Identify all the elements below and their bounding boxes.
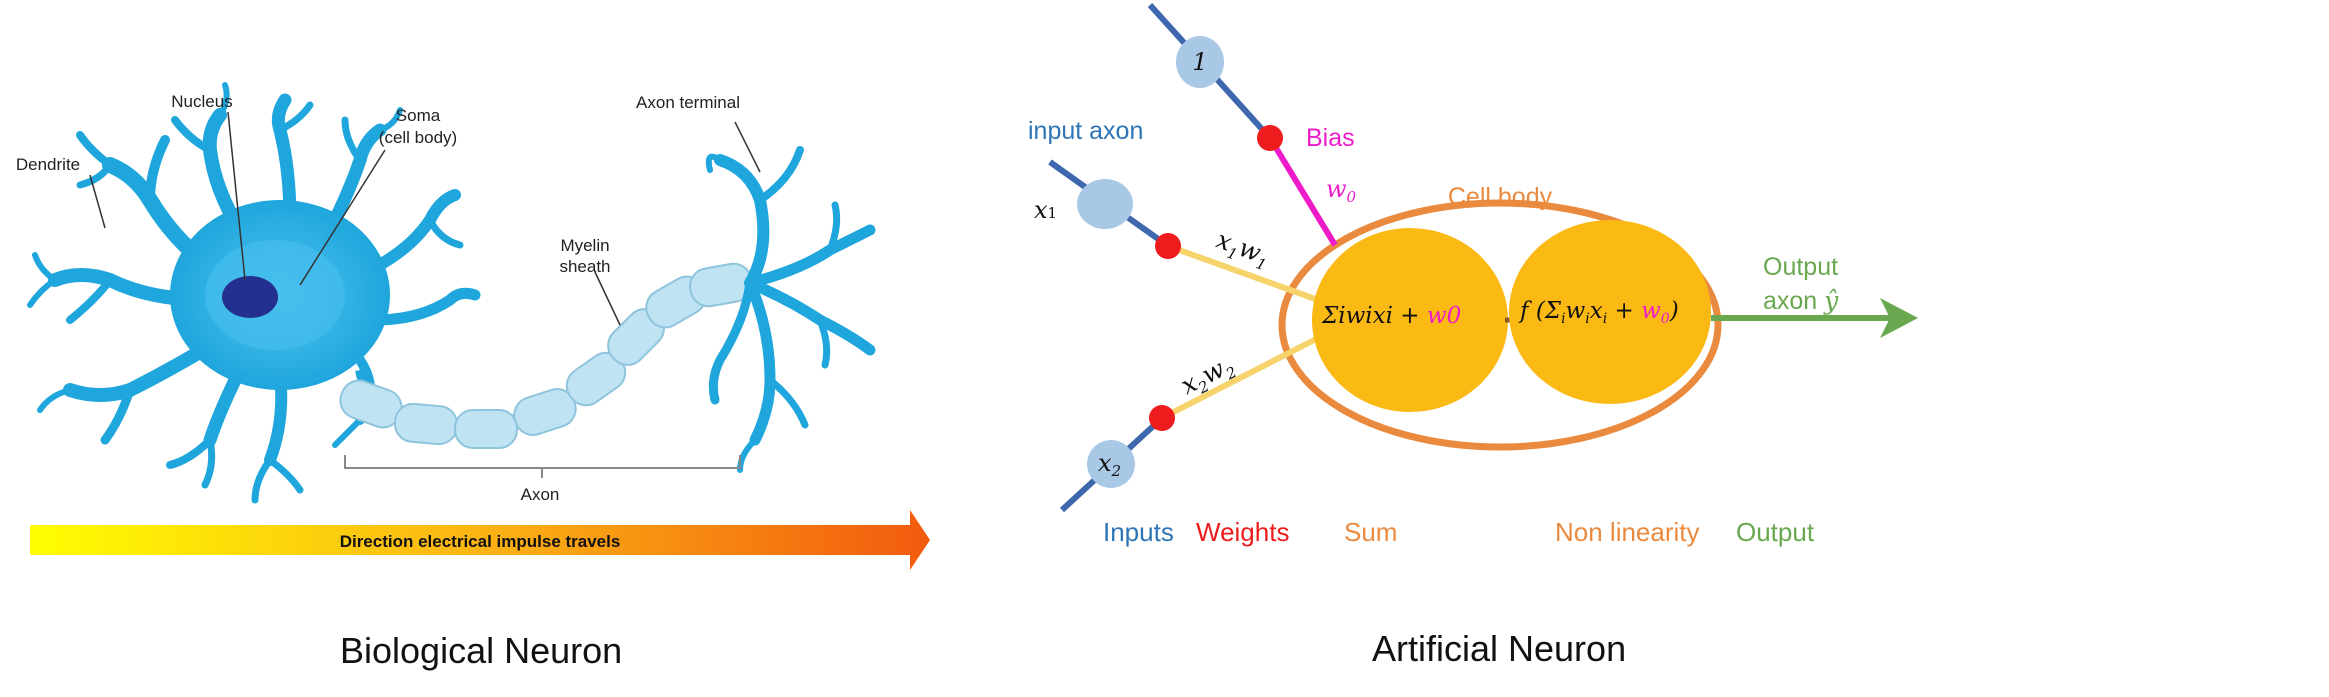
stage-sum: Sum [1344, 517, 1397, 547]
output-arrowhead [1880, 298, 1918, 338]
label-output: Output [1763, 253, 1838, 281]
x2-node-label: x2 [1098, 449, 1121, 480]
label-axon-terminal: Axon terminal [636, 93, 740, 112]
stage-weights: Weights [1196, 517, 1289, 547]
label-myelin: Myelin [560, 236, 609, 255]
cell-body-outline [1278, 199, 1722, 451]
caption-artificial-neuron: Artificial Neuron [1372, 628, 1627, 669]
label-x1: x1 [1034, 196, 1057, 224]
label-cell-body: Cell body [1448, 183, 1553, 211]
stage-inputs: Inputs [1103, 517, 1174, 547]
x2-node [1087, 440, 1135, 488]
axon-terminals [705, 146, 876, 473]
label-bias: Bias [1306, 124, 1355, 152]
label-soma: Soma [396, 106, 441, 125]
label-myelin-sheath: sheath [559, 257, 610, 276]
label-pointers [89, 111, 761, 326]
stage-output: Output [1736, 517, 1815, 547]
label-nucleus: Nucleus [171, 92, 232, 111]
bias-node-label: 1 [1192, 48, 1207, 76]
bias-node [1176, 36, 1224, 88]
nucleus [222, 276, 278, 318]
artificial-neuron: 1 x2 input axon Bias w0 x1 x1w1 x2w2 Cel… [1028, 2, 1918, 547]
x1-node [1077, 179, 1133, 229]
sum-formula: Σiwixi + w0 [1321, 303, 1461, 329]
x2-weight-dot [1149, 405, 1175, 431]
sum-circle [1312, 228, 1508, 412]
label-input-axon: input axon [1028, 117, 1143, 145]
x1-weighted-line [1166, 243, 1320, 303]
label-axon: Axon [521, 485, 560, 504]
bias-weight-dot [1257, 125, 1283, 151]
stage-non-linearity: Non linearity [1555, 517, 1700, 547]
myelin-sheaths [339, 262, 753, 449]
impulse-direction-arrow [30, 510, 930, 570]
label-x2w2: x2w2 [1176, 350, 1240, 404]
biological-neuron: Nucleus Soma (cell body) Dendrite Axon t… [16, 82, 930, 570]
label-output-axon: axon ŷ [1763, 286, 1839, 315]
label-dendrite: Dendrite [16, 155, 80, 174]
caption-biological-neuron: Biological Neuron [340, 630, 623, 671]
x2-weighted-line [1160, 335, 1320, 421]
activation-formula: f (Σiwixi + w0) [1518, 298, 1679, 327]
x1-weight-dot [1155, 233, 1181, 259]
impulse-direction-text: Direction electrical impulse travels [340, 532, 621, 551]
label-w0: w0 [1326, 175, 1357, 206]
bias-weight-line [1267, 136, 1338, 247]
label-soma-cell-body: (cell body) [379, 128, 457, 147]
axon-bracket [344, 455, 741, 469]
activation-circle [1509, 220, 1711, 404]
